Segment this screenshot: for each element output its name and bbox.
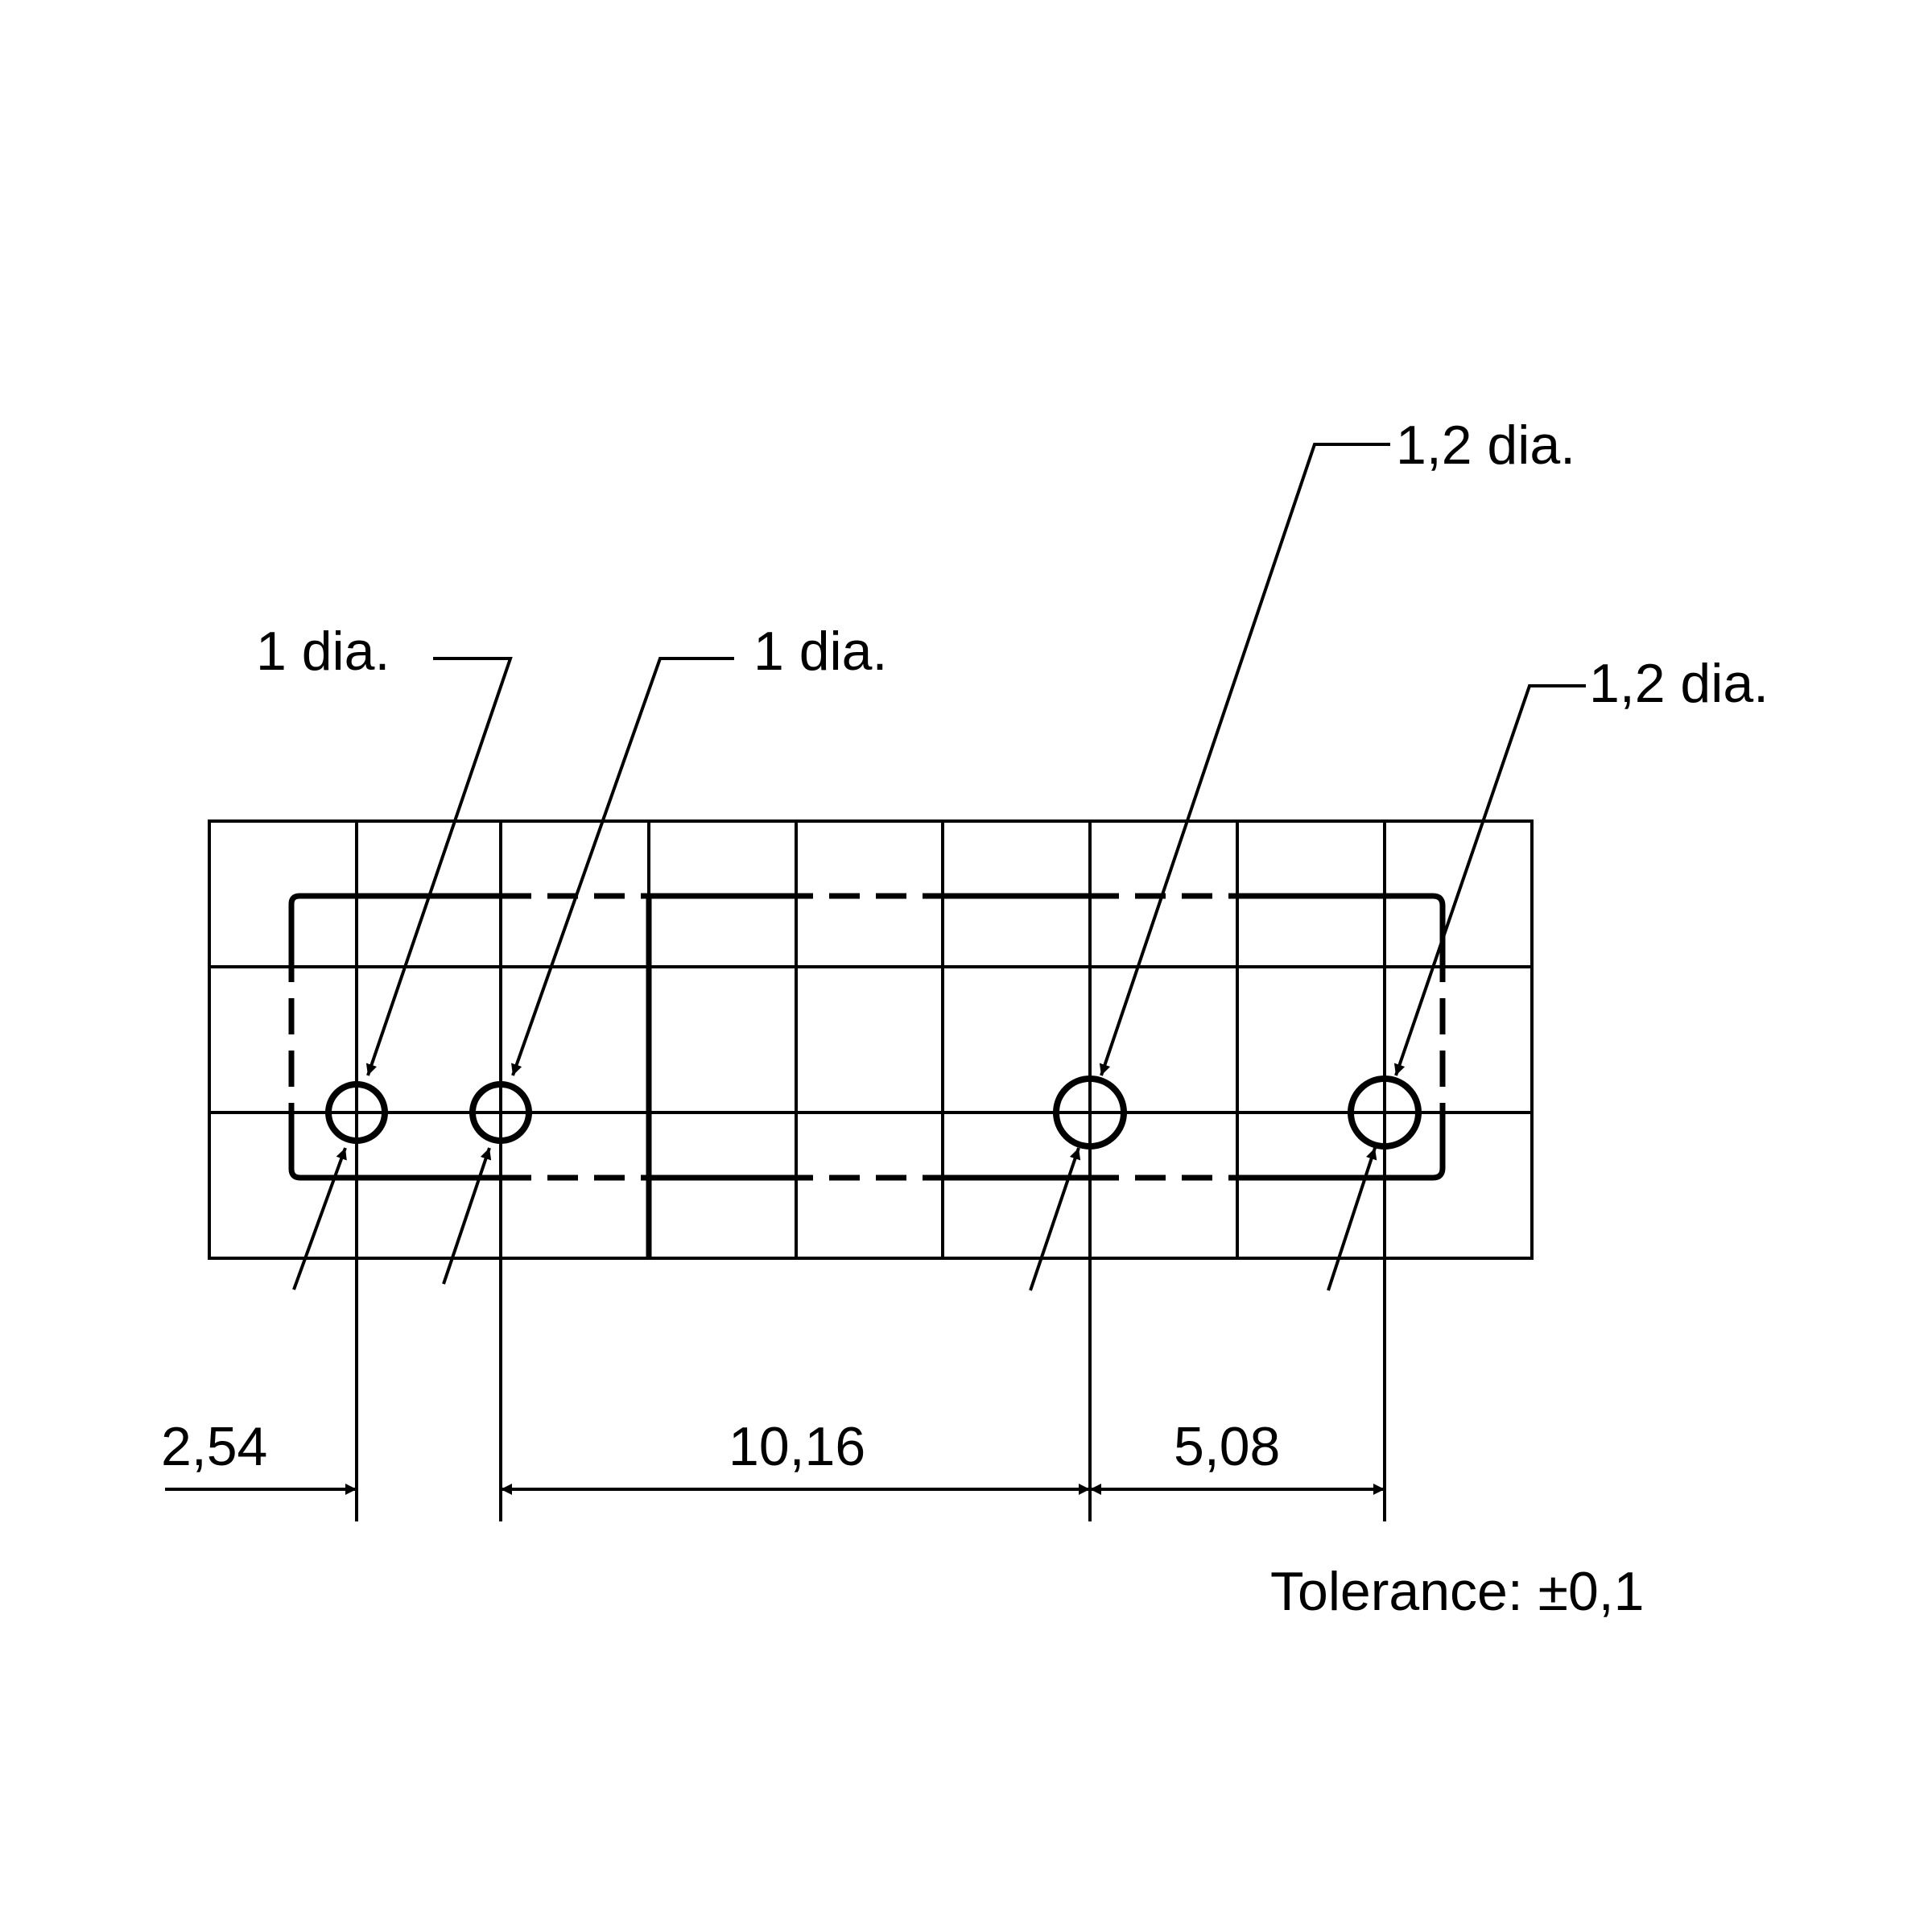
holes [325,1075,1422,1150]
leader-hole-3 [1029,443,1390,1291]
dimension-label-right: 5,08 [1174,1416,1280,1477]
leader-hole-2 [442,657,734,1285]
hole-4 [1348,1075,1422,1150]
hole-3-label: 1,2 dia. [1396,415,1575,476]
leader-hole-4 [1327,684,1586,1291]
component-outline [288,893,1446,1258]
grid-border [208,819,1534,1260]
dimension-label-pitch: 2,54 [161,1416,267,1477]
tolerance-note: Tolerance: ±0,1 [1270,1561,1644,1622]
hole-1 [325,1081,388,1144]
leader-hole-1 [292,657,513,1290]
hole-4-label: 1,2 dia. [1589,653,1769,714]
grid [208,819,1534,1521]
hole-1-label: 1 dia. [256,621,390,682]
hole-3 [1053,1075,1127,1150]
hole-2 [469,1081,532,1144]
dimension-label-middle: 10,16 [729,1416,865,1477]
hole-2-label: 1 dia. [753,621,887,682]
